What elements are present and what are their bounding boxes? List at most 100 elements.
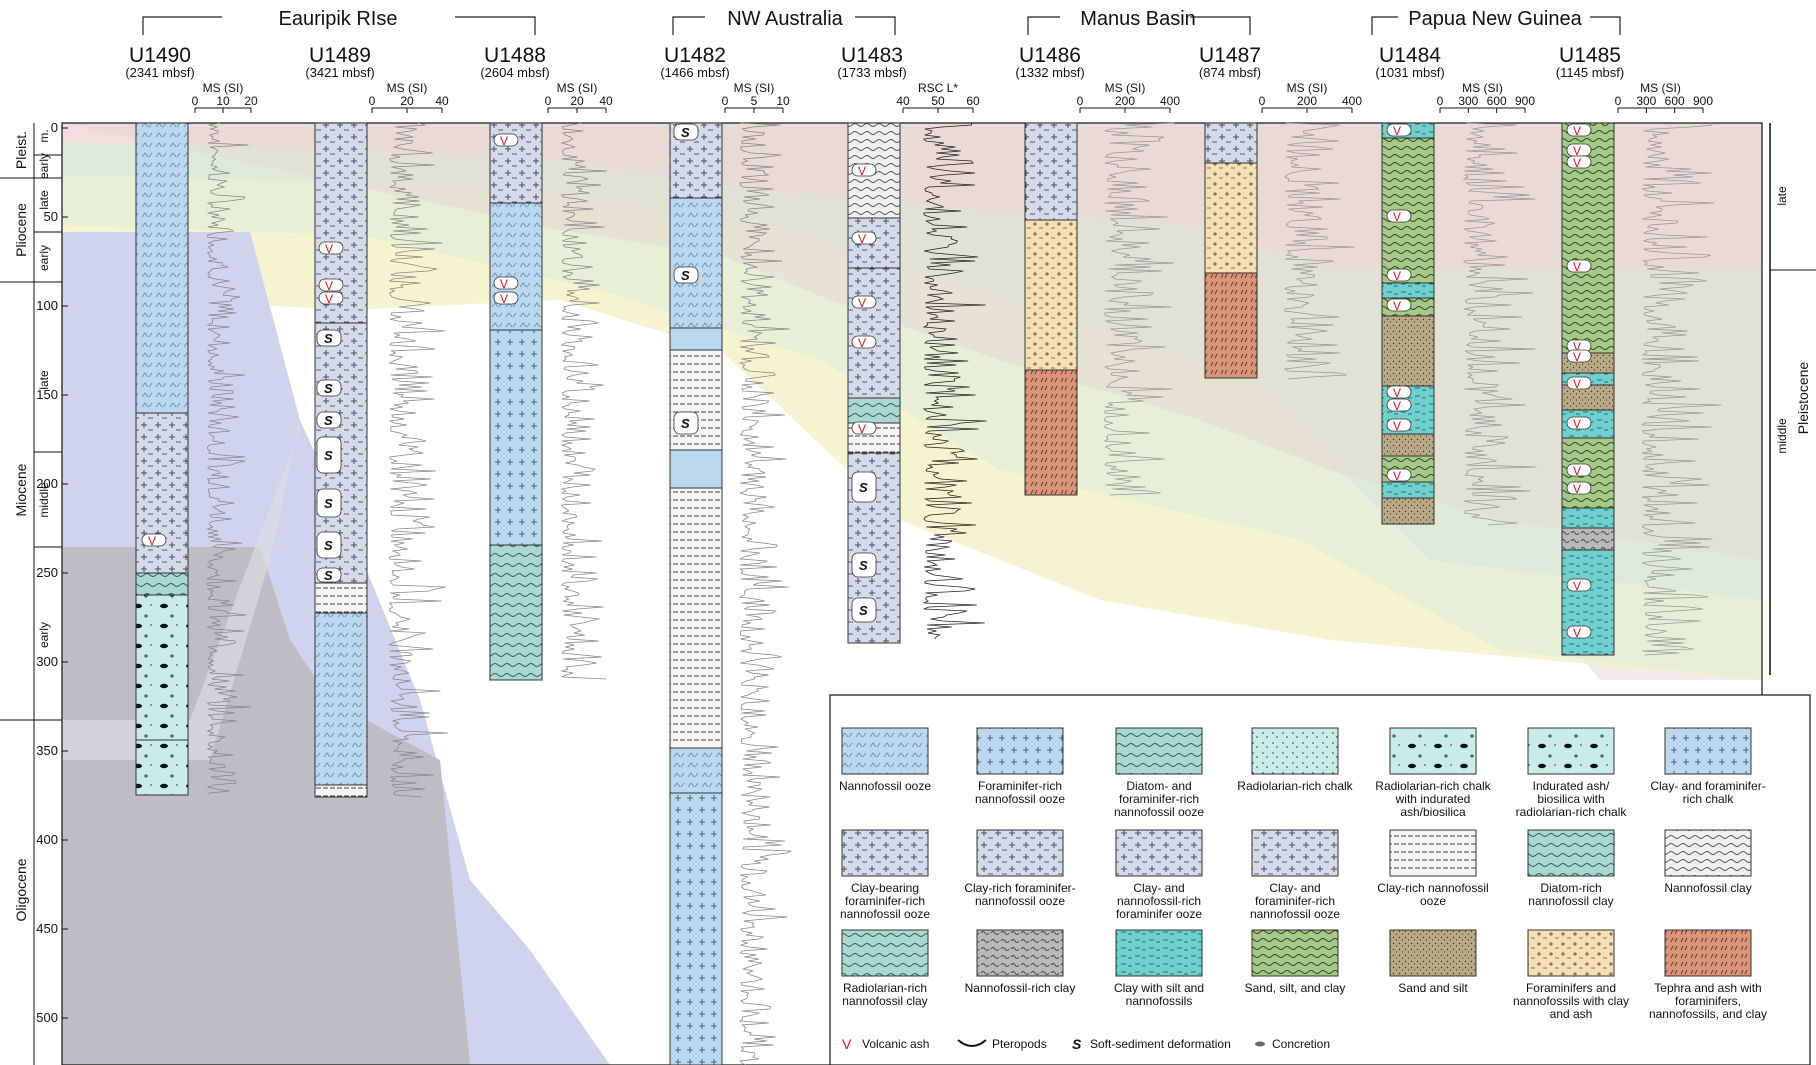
log-axis-tick: 0 [722,94,729,108]
legend-label-concretion: Concretion [1272,1037,1330,1051]
log-axis-tick: 0 [545,94,552,108]
site-depth-u1486: (1332 mbsf) [1015,65,1084,80]
legend-label: Clay-rich foraminifer- [964,881,1075,895]
legend-label: nannofossil clay [842,994,927,1008]
soft-sediment-symbol: S [681,416,690,431]
log-axis-label: MS (SI) [1640,81,1681,95]
site-depth-u1489: (3421 mbsf) [305,65,374,80]
sub-pliocene-late: late [37,190,51,210]
legend-label: nannofossil ooze [975,792,1065,806]
core-u1482 [669,122,723,1065]
log-axis-tick: 60 [966,94,980,108]
volcanic-ash-symbol: V [858,164,866,178]
site-depth-u1483: (1733 mbsf) [837,65,906,80]
legend-swatch [1251,727,1339,775]
right-epoch-pleistocene: Pleistocene [1795,362,1811,435]
site-depth-u1484: (1031 mbsf) [1375,65,1444,80]
log-axis-tick: 5 [751,94,758,108]
legend-symbols: V Volcanic ash Pteropods S Soft-sediment… [842,1036,1330,1052]
depth-tick-label: 200 [36,476,58,491]
legend-label: nannofossil-rich [1117,894,1201,908]
legend-swatch [1527,727,1615,775]
legend-swatch [1527,929,1615,977]
legend-label: Foraminifer-rich [978,779,1062,793]
log-axis-tick: 10 [776,94,790,108]
log-axis-tick: 900 [1693,94,1713,108]
volcanic-ash-symbol: V [858,336,866,350]
legend-swatch [1664,829,1752,877]
site-name-u1486: U1486 [1019,44,1081,67]
legend-label: nannofossils, and clay [1649,1007,1767,1021]
volcanic-ash-symbol: V [1393,124,1401,138]
log-axis-tick: 0 [1077,94,1084,108]
sub-miocene-early: early [37,622,51,648]
sub-miocene-middle: middle [37,482,51,518]
log-axis-tick: 10 [216,94,230,108]
core-u1485 [1561,122,1615,656]
legend-label: Clay- and foraminifer- [1650,779,1765,793]
volcanic-ash-symbol: V [1393,399,1401,413]
site-name-u1484: U1484 [1379,44,1441,67]
legend-label: foraminifer ooze [1116,907,1202,921]
log-axis-tick: 50 [931,94,945,108]
site-name-u1485: U1485 [1559,44,1621,67]
left-stratigraphy: Pleist. Pliocene Miocene Oligocene early… [0,123,62,1065]
volcanic-ash-symbol: V [1573,156,1581,170]
volcanic-ash-symbol: V [1573,340,1581,354]
right-sub-late: late [1775,186,1789,206]
volcanic-ash-symbol: V [1393,419,1401,433]
epoch-oligocene: Oligocene [13,858,29,921]
site-name-u1483: U1483 [841,44,903,67]
legend-swatch [1664,929,1752,977]
volcanic-ash-symbol: V [842,1036,852,1052]
soft-sediment-symbol: S [681,125,690,140]
volcanic-ash-symbol: V [1573,417,1581,431]
log-axis-tick: 300 [1458,94,1478,108]
volcanic-ash-symbol: V [1393,469,1401,483]
volcanic-ash-symbol: V [858,296,866,310]
core-u1484 [1381,122,1435,525]
correlation-bands [62,123,1762,1065]
legend-label: Clay- and [1133,881,1184,895]
volcanic-ash-symbol: V [1393,299,1401,313]
legend-label: foraminifer-rich [1255,894,1335,908]
site-depth-u1490: (2341 mbsf) [125,65,194,80]
legend-swatch [976,727,1064,775]
legend-label: Clay with silt and [1114,981,1204,995]
legend-label: Indurated ash/ [1533,779,1610,793]
log-axis-tick: 900 [1515,94,1535,108]
soft-sediment-symbol: S [859,558,868,573]
log-axis-tick: 40 [896,94,910,108]
log-axis-tick: 40 [599,94,613,108]
log-axis-label: MS (SI) [734,81,775,95]
soft-sediment-symbol: S [1072,1036,1082,1052]
legend-swatch [841,727,929,775]
soft-sediment-symbol: S [324,448,333,463]
site-depth-u1487: (874 mbsf) [1199,65,1261,80]
depth-tick-label: 400 [36,832,58,847]
volcanic-ash-symbol: V [1573,350,1581,364]
right-stratigraphy: late middle Pleistocene [1769,123,1816,675]
legend-label: with indurated [1395,792,1471,806]
legend-label: Radiolarian-rich chalk [1237,779,1353,793]
legend-label: foraminifer-rich [845,894,925,908]
site-name-u1490: U1490 [129,44,191,67]
legend-swatch [1251,929,1339,977]
legend-label: and ash [1550,1007,1593,1021]
right-sub-middle: middle [1775,418,1789,454]
volcanic-ash-symbol: V [858,422,866,436]
region-label-nw-australia: NW Australia [727,8,843,30]
legend-label: nannofossil ooze [840,907,930,921]
volcanic-ash-symbol: V [858,232,866,246]
soft-sediment-symbol: S [324,568,333,583]
depth-tick-label: 50 [44,209,58,224]
volcanic-ash-symbol: V [325,292,333,306]
site-depth-u1488: (2604 mbsf) [480,65,549,80]
legend-label-pteropods: Pteropods [992,1037,1047,1051]
site-depth-u1482: (1466 mbsf) [660,65,729,80]
log-axis-label: MS (SI) [1287,81,1328,95]
core-u1489 [314,122,368,798]
legend-label: Foraminifers and [1526,981,1616,995]
